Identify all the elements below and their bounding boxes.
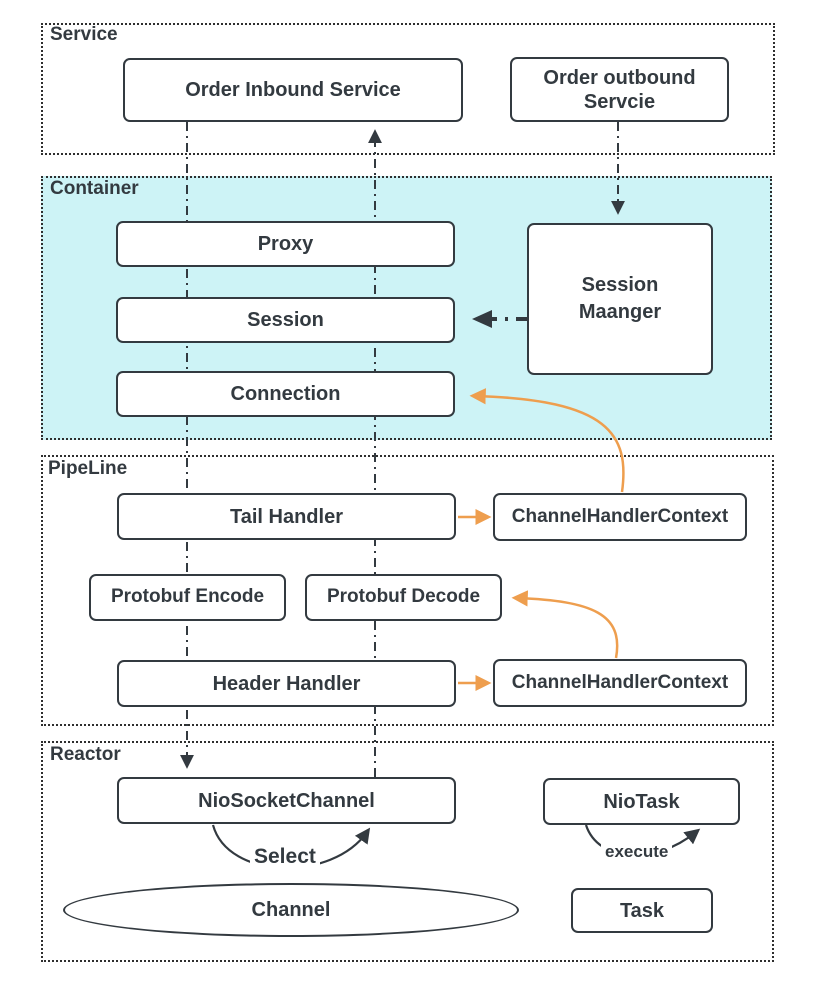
nio-socket-channel-node: NioSocketChannel xyxy=(117,777,456,824)
session-node: Session xyxy=(116,297,455,343)
task-node: Task xyxy=(571,888,713,933)
container-section-label: Container xyxy=(50,178,139,199)
proxy-node: Proxy xyxy=(116,221,455,267)
channel-handler-context-bottom-node: ChannelHandlerContext xyxy=(493,659,747,707)
header-handler-node: Header Handler xyxy=(117,660,456,707)
channel-handler-context-top-node: ChannelHandlerContext xyxy=(493,493,747,541)
pipeline-section xyxy=(41,455,774,726)
connection-node: Connection xyxy=(116,371,455,417)
reactor-section xyxy=(41,741,774,962)
channel-ellipse-node: Channel xyxy=(63,883,519,937)
reactor-section-label: Reactor xyxy=(50,744,121,765)
service-section-label: Service xyxy=(50,24,118,45)
order-inbound-service-node: Order Inbound Service xyxy=(123,58,463,122)
session-manager-node: Session Maanger xyxy=(527,223,713,375)
protobuf-decode-node: Protobuf Decode xyxy=(305,574,502,621)
execute-arc-label: execute xyxy=(601,842,673,862)
protobuf-encode-node: Protobuf Encode xyxy=(89,574,286,621)
select-arc-label: Select xyxy=(250,845,320,869)
tail-handler-node: Tail Handler xyxy=(117,493,456,540)
service-section xyxy=(41,23,775,155)
pipeline-section-label: PipeLine xyxy=(48,458,128,479)
nio-task-node: NioTask xyxy=(543,778,740,825)
order-outbound-service-node: Order outbound Servcie xyxy=(510,57,729,122)
